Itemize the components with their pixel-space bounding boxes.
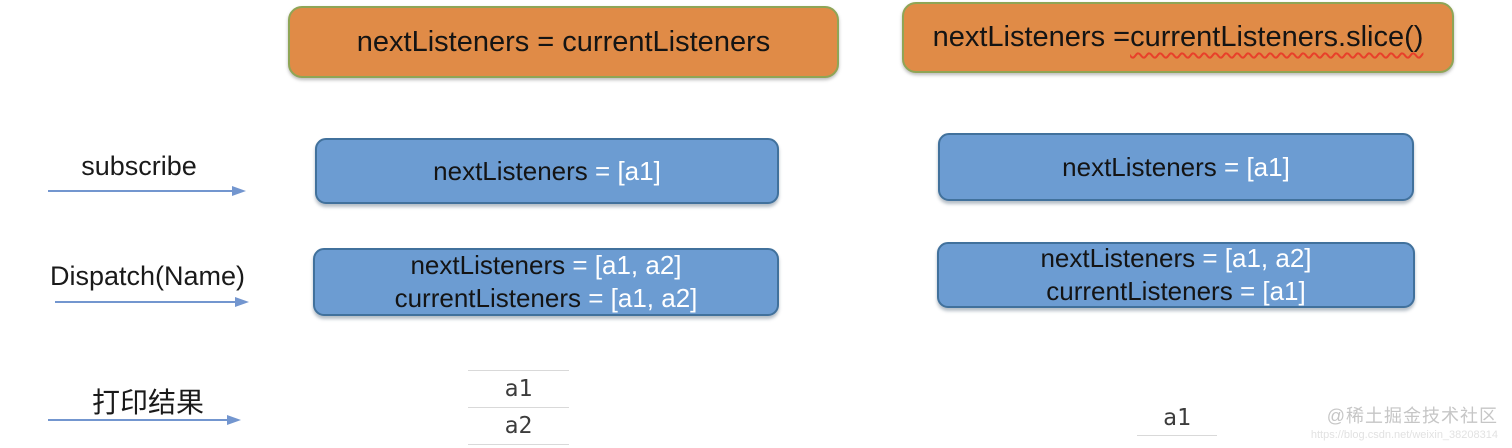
state-line: nextListeners = [a1] bbox=[433, 155, 661, 188]
variable-name: nextListeners bbox=[433, 155, 588, 186]
right-arrow-icon bbox=[48, 186, 246, 196]
right-arrow-icon bbox=[48, 415, 241, 425]
console-output-mutation: a1 a2 bbox=[468, 370, 569, 445]
subscribe-row-label: subscribe bbox=[81, 151, 197, 181]
console-line: a2 bbox=[468, 408, 569, 445]
console-line: a1 bbox=[468, 371, 569, 408]
mutation-title-box: nextListeners = currentListeners bbox=[288, 6, 839, 78]
slice-title-prefix: nextListeners = bbox=[932, 21, 1131, 53]
variable-value: = [a1] bbox=[1239, 276, 1306, 306]
variable-value: = [a1] bbox=[595, 155, 661, 186]
slice-title-code: currentListeners.slice() bbox=[1130, 21, 1424, 53]
variable-name: nextListeners bbox=[1040, 243, 1196, 273]
state-line: nextListeners = [a1] bbox=[1062, 151, 1290, 184]
variable-value: = [a1, a2] bbox=[1202, 243, 1312, 273]
right-arrow-icon bbox=[55, 297, 249, 307]
variable-name: nextListeners bbox=[410, 250, 566, 280]
console-output-slice: a1 bbox=[1137, 403, 1217, 436]
dispatch-row-label: Dispatch(Name) bbox=[49, 261, 246, 291]
print-result-row-label: 打印结果 bbox=[91, 387, 204, 418]
mutation-title-text: nextListeners = currentListeners bbox=[356, 25, 771, 58]
variable-name: currentListeners bbox=[1046, 276, 1233, 306]
variable-name: currentListeners bbox=[394, 283, 582, 313]
watermark-url: https://blog.csdn.net/weixin_38208314 bbox=[1310, 429, 1498, 441]
watermark-text: @稀土掘金技术社区 bbox=[1326, 406, 1498, 426]
variable-value: = [a1, a2] bbox=[588, 283, 698, 313]
subscribe-state-box-slice: nextListeners = [a1] bbox=[938, 133, 1414, 201]
variable-value: = [a1] bbox=[1224, 151, 1290, 182]
watermark: @稀土掘金技术社区 https://blog.csdn.net/weixin_3… bbox=[1311, 402, 1498, 441]
slice-title-box: nextListeners = currentListeners.slice() bbox=[902, 2, 1454, 73]
subscribe-state-box-mutation: nextListeners = [a1] bbox=[315, 138, 779, 204]
variable-value: = [a1, a2] bbox=[572, 250, 682, 280]
state-line: currentListeners = [a1, a2] bbox=[395, 282, 698, 315]
state-line: currentListeners = [a1] bbox=[1046, 275, 1305, 308]
dispatch-state-box-mutation: nextListeners = [a1, a2] currentListener… bbox=[313, 248, 779, 316]
variable-name: nextListeners bbox=[1062, 151, 1217, 182]
state-line: nextListeners = [a1, a2] bbox=[1040, 242, 1311, 275]
state-line: nextListeners = [a1, a2] bbox=[410, 249, 681, 282]
dispatch-state-box-slice: nextListeners = [a1, a2] currentListener… bbox=[937, 242, 1415, 308]
